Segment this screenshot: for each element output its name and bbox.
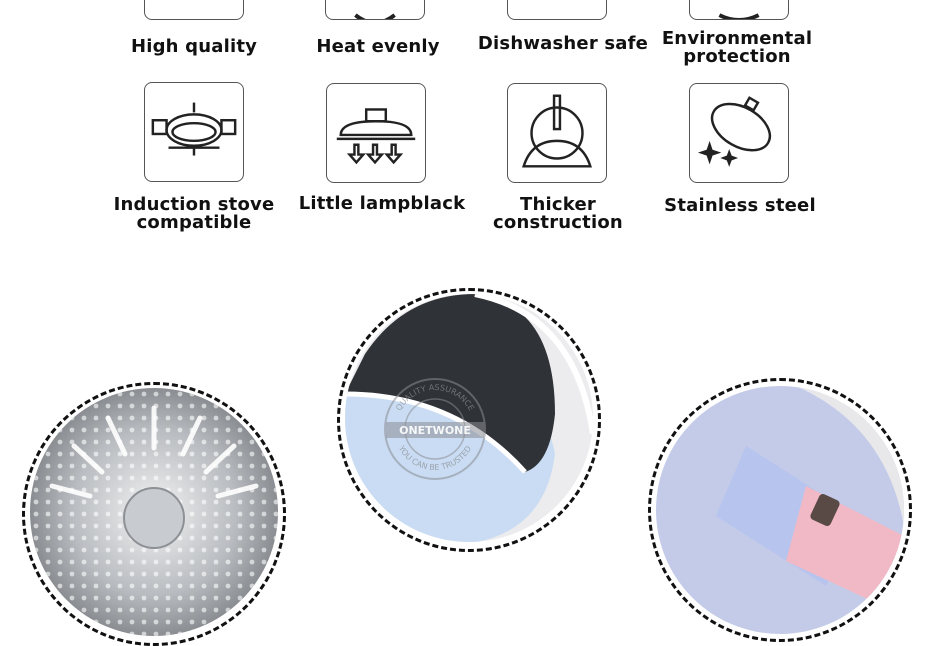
heat-icon	[325, 0, 425, 20]
dishwasher-icon	[507, 0, 607, 20]
stamp-bottom-text: YOU CAN BE TRUSTED	[396, 443, 473, 472]
sparkle-pan-icon	[689, 83, 789, 183]
feature-label: Induction stove compatible	[113, 194, 275, 233]
quality-stamp: QUALITY ASSURANCE YOU CAN BE TRUSTED ONE…	[382, 376, 488, 482]
stamp-brand: ONETWONE	[399, 424, 471, 437]
handle-ring	[648, 378, 912, 642]
feature-label: Environmental protection	[661, 28, 813, 67]
lid-arrows-icon	[326, 83, 426, 183]
feature-label: Heat evenly	[316, 36, 440, 57]
steel-base-ring	[22, 382, 286, 646]
feature-label: Thicker construction	[493, 194, 623, 233]
feature-label: High quality	[130, 36, 258, 57]
environment-icon	[689, 0, 789, 20]
feature-label: Dishwasher safe	[477, 33, 649, 54]
pan-section-icon	[507, 83, 607, 183]
feature-label: Stainless steel	[664, 195, 816, 216]
svg-text:YOU CAN BE TRUSTED: YOU CAN BE TRUSTED	[396, 443, 473, 472]
feature-label: Little lampblack	[298, 193, 466, 214]
quality-icon	[144, 0, 244, 20]
stove-pan-icon	[144, 82, 244, 182]
